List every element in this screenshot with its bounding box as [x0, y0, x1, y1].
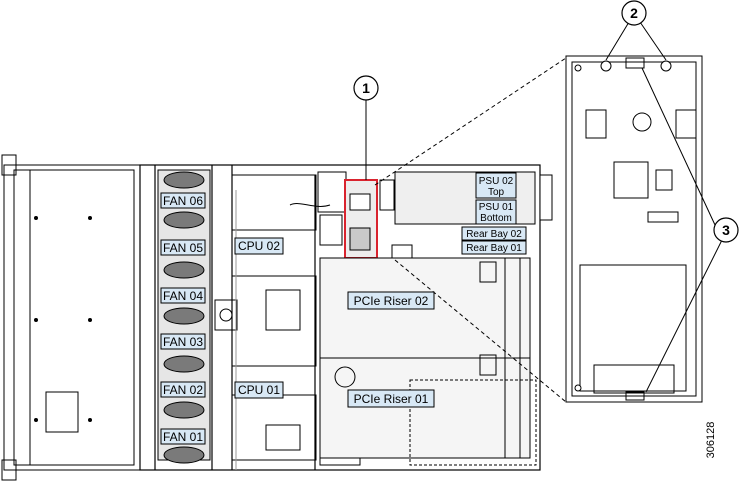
rear-bay-labels: Rear Bay 02 Rear Bay 01 — [461, 226, 527, 255]
pcie-risers — [319, 257, 537, 466]
fan-01-label: FAN 01 — [163, 430, 203, 444]
cpu-02-label: CPU 02 — [238, 239, 280, 253]
callout-leaders — [365, 21, 723, 393]
rear-bay-02-label: Rear Bay 02 — [466, 229, 522, 240]
fan-labels: FAN 06 FAN 05 FAN 04 FAN 03 FAN 02 FAN 0… — [160, 192, 206, 445]
chassis-outline — [139, 164, 541, 471]
highlighted-module — [344, 179, 378, 259]
front-drive-bay — [1, 154, 141, 481]
psu-02-label-line2: Top — [488, 187, 505, 198]
psu-labels: PSU 02 Top PSU 01 Bottom — [475, 172, 517, 225]
riser-labels: PCIe Riser 02 PCIe Riser 01 — [347, 291, 435, 408]
callout-2-number: 2 — [630, 5, 638, 21]
rear-bay-01-label: Rear Bay 01 — [466, 243, 522, 254]
fan-04-label: FAN 04 — [163, 289, 203, 303]
front-screws — [34, 216, 92, 422]
callout-1-number: 1 — [362, 80, 370, 96]
callout-2: 2 — [621, 0, 647, 26]
pcie-riser-02-label: PCIe Riser 02 — [354, 294, 429, 308]
fan-02-label: FAN 02 — [163, 383, 203, 397]
cpu-dimm-area — [214, 174, 317, 470]
module-detail — [565, 55, 703, 403]
callout-1: 1 — [353, 75, 379, 101]
pcie-riser-01-label: PCIe Riser 01 — [354, 392, 429, 406]
psu-02-label-line1: PSU 02 — [479, 176, 514, 187]
psu-01-label-line2: Bottom — [480, 213, 512, 224]
psu-01-label-line1: PSU 01 — [479, 202, 514, 213]
callout-3-number: 3 — [722, 222, 730, 238]
psu-bays — [394, 171, 553, 225]
callout-3: 3 — [713, 217, 739, 243]
fan-05-label: FAN 05 — [163, 241, 203, 255]
fan-modules — [157, 169, 211, 464]
figure-id: 306128 — [705, 421, 717, 459]
cpu-01-label: CPU 01 — [238, 383, 280, 397]
zoom-lines — [374, 57, 567, 403]
cpu-labels: CPU 02 CPU 01 — [234, 237, 284, 399]
fan-03-label: FAN 03 — [163, 335, 203, 349]
module-detail-screws — [574, 60, 672, 392]
fan-06-label: FAN 06 — [163, 194, 203, 208]
